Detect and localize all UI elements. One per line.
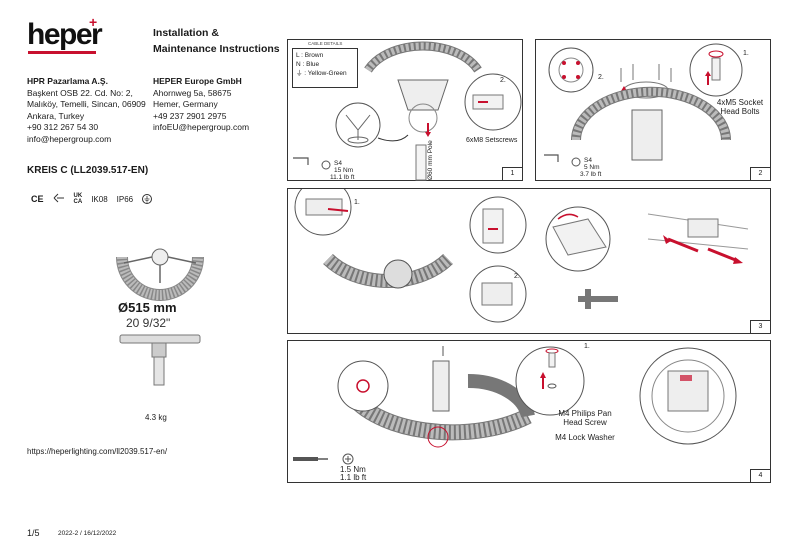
phone: +49 237 2901 2975 bbox=[153, 110, 227, 121]
model-code: KREIS C (LL2039.517-EN) bbox=[27, 165, 149, 176]
address-turkey: HPR Pazarlama A.Ş. Başkent OSB 22. Cd. N… bbox=[27, 76, 146, 145]
torque-nm: 1.5 Nm bbox=[340, 465, 366, 474]
diameter-inch: 20 9/32" bbox=[126, 316, 171, 330]
diameter-mm: Ø515 mm bbox=[118, 300, 177, 315]
cable-row: ⏚ : Yellow-Green bbox=[296, 70, 347, 77]
torque-nm: 5 Nm bbox=[584, 164, 600, 171]
screw-label: M4 Philips Pan Head Screw bbox=[558, 409, 612, 427]
ground-icon bbox=[142, 194, 153, 204]
certification-marks: CE UK CA IK08 IP66 bbox=[31, 193, 153, 205]
class-icon bbox=[53, 193, 65, 205]
step-label: 1. bbox=[354, 199, 360, 206]
step-label: 2. bbox=[514, 273, 520, 280]
bolts-label: 4xM5 Socket Head Bolts bbox=[716, 98, 764, 116]
cable-details-title: CABLE DETAILS bbox=[308, 41, 343, 46]
heper-logo: heper bbox=[27, 20, 107, 54]
pole-label: Ø60 mm Pole bbox=[427, 140, 434, 180]
address-line: Başkent OSB 22. Cd. No: 2, bbox=[27, 87, 133, 98]
product-illustration bbox=[110, 235, 210, 395]
step-label: 2. bbox=[500, 77, 506, 84]
address-line: Malıköy, Temelli, Sincan, 06909 bbox=[27, 99, 146, 109]
panel-2-illustration bbox=[544, 43, 743, 167]
torque-lbft: 3.7 lb ft bbox=[580, 171, 602, 178]
torque-nm: 15 Nm bbox=[334, 167, 354, 174]
logo-plus-icon: + bbox=[89, 14, 98, 30]
panel-number: 4 bbox=[750, 469, 770, 482]
document-title: Installation & Maintenance Instructions bbox=[153, 27, 280, 55]
torque-lbft: 1.1 lb ft bbox=[340, 473, 367, 482]
cable-row: N : Blue bbox=[296, 61, 320, 68]
cable-row: L : Brown bbox=[296, 52, 324, 59]
address-line: Hemer, Germany bbox=[153, 99, 218, 109]
panel-4-illustration bbox=[293, 346, 737, 465]
panel-number: 3 bbox=[750, 320, 770, 333]
page-number: 1/5 bbox=[27, 528, 40, 538]
step-label: 1. bbox=[743, 50, 749, 57]
step-panel-4: 1. M4 Philips Pan Head Screw M4 Lock Was… bbox=[287, 340, 771, 483]
washer-label: M4 Lock Washer bbox=[555, 433, 615, 442]
company-name: HEPER Europe GmbH bbox=[153, 76, 242, 86]
phone: +90 312 267 54 30 bbox=[27, 122, 99, 132]
step-panel-1: CABLE DETAILS L : Brown N : Blue ⏚ : Yel… bbox=[287, 39, 523, 181]
panel-number: 1 bbox=[502, 167, 522, 180]
ukca-mark: UK CA bbox=[73, 193, 83, 205]
product-url[interactable]: https://heperlighting.com/ll2039.517-en/ bbox=[27, 447, 168, 456]
email: infoEU@hepergroup.com bbox=[153, 122, 250, 132]
panel-3-illustration bbox=[294, 189, 749, 323]
product-weight: 4.3 kg bbox=[145, 413, 167, 422]
address-europe: HEPER Europe GmbH Ahornweg 5a, 58675 Hem… bbox=[153, 76, 249, 134]
torque-lbft: 11.1 lb ft bbox=[330, 174, 355, 181]
panel-1-illustration bbox=[293, 41, 522, 181]
step-panel-2: 1. 2. 4xM5 Socket Head Bolts S4 5 Nm 3.7… bbox=[535, 39, 771, 181]
revision-date: 2022-2 / 16/12/2022 bbox=[58, 530, 117, 537]
panel-number: 2 bbox=[750, 167, 770, 180]
tool-size: S4 bbox=[584, 157, 592, 164]
tool-size: S4 bbox=[334, 160, 342, 167]
cable-details-box: L : Brown N : Blue ⏚ : Yellow-Green bbox=[292, 48, 358, 88]
logo-wordmark: heper bbox=[27, 18, 103, 51]
logo-underline bbox=[28, 51, 96, 54]
ik-rating: IK08 bbox=[91, 194, 108, 204]
step-panel-3: 1. 2. 3 bbox=[287, 188, 771, 334]
email: info@hepergroup.com bbox=[27, 133, 112, 144]
address-line: Ankara, Turkey bbox=[27, 110, 85, 121]
setscrews-label: 6xM8 Setscrews bbox=[466, 137, 518, 144]
ce-mark: CE bbox=[31, 194, 44, 204]
step-label: 2. bbox=[598, 74, 604, 81]
ip-rating: IP66 bbox=[116, 194, 134, 204]
step-label: 1. bbox=[584, 343, 590, 350]
company-name: HPR Pazarlama A.Ş. bbox=[27, 76, 108, 86]
address-line: Ahornweg 5a, 58675 bbox=[153, 87, 232, 98]
